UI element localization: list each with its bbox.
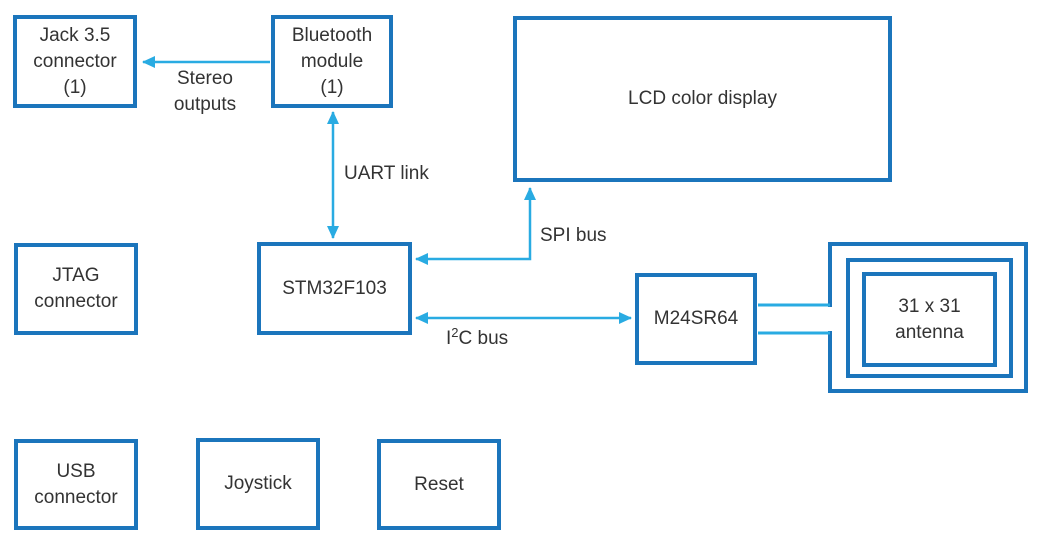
block-reset-button: Reset	[377, 439, 501, 530]
spi-bus-arrow	[415, 187, 536, 265]
jtag-connector-label: JTAG connector	[34, 265, 118, 312]
antenna-coil-middle-frame	[846, 258, 1013, 378]
block-jtag-connector: JTAG connector	[14, 243, 138, 335]
i2c-bus-label: I2C bus	[446, 326, 508, 352]
joystick-label: Joystick	[224, 473, 292, 494]
block-stm32f103-mcu: STM32F103	[257, 242, 412, 335]
usb-connector-label: USB connector	[34, 460, 118, 508]
block-bluetooth-module: Bluetooth module (1)	[271, 15, 393, 108]
i2c-superscript: 2	[451, 325, 459, 340]
block-jack-connector: Jack 3.5 connector (1)	[13, 15, 137, 108]
m24sr64-label: M24SR64	[653, 308, 739, 329]
i2c-prefix: I	[446, 328, 452, 349]
lcd-display-label: LCD color display	[628, 88, 777, 109]
block-joystick: Joystick	[196, 438, 320, 530]
block-usb-connector: USB connector	[14, 439, 138, 530]
spi-bus-label: SPI bus	[540, 225, 607, 246]
block-31x31-antenna: 31 x 31 antenna	[862, 272, 997, 367]
block-lcd-color-display: LCD color display	[513, 16, 892, 182]
reset-label: Reset	[414, 473, 464, 495]
block-m24sr64-nfc-eeprom: M24SR64	[635, 273, 757, 365]
stereo-outputs-link-label: Stereo outputs	[173, 68, 237, 115]
bluetooth-module-label: Bluetooth module (1)	[291, 24, 373, 98]
stm32f103-label: STM32F103	[282, 277, 387, 299]
uart-link-label: UART link	[344, 163, 429, 184]
antenna-label: 31 x 31 antenna	[895, 295, 964, 343]
jack-connector-label: Jack 3.5 connector (1)	[33, 24, 117, 98]
antenna-feed-gap	[825, 307, 835, 331]
i2c-suffix: C bus	[458, 328, 509, 349]
